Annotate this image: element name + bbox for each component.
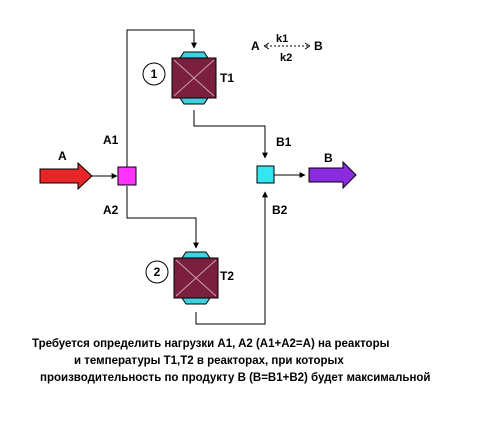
reactor-2-number-circle [145, 260, 169, 284]
reactor-2-bottom-cap [181, 297, 211, 305]
line-a1 [126, 29, 197, 167]
equation-arrow-left-head [263, 42, 270, 50]
reactor-1-top-cap [179, 51, 209, 59]
feed-arrow [39, 161, 93, 191]
flow-lines [126, 29, 306, 325]
caption-line-3: производительность по продукту B (B=B1+B… [40, 372, 431, 384]
reactor-2-label: T2 [220, 269, 234, 283]
line-b1 [193, 110, 268, 159]
reactor-1-number-circle [142, 62, 166, 86]
product-arrow [308, 160, 357, 190]
equation-right: B [314, 39, 323, 53]
reactor-1-label: T1 [220, 71, 234, 85]
label-a1: A1 [103, 133, 119, 147]
reactor-2-top-cap [181, 251, 211, 259]
equation-k-backward: k2 [280, 52, 292, 64]
line-b2 [195, 191, 268, 325]
reactor-1-cross-b [173, 59, 215, 97]
splitter-node [117, 166, 137, 186]
label-b1: B1 [276, 135, 292, 149]
reactor-2-cross-b [175, 259, 217, 297]
line-a2 [126, 186, 199, 249]
reaction-equation: A k1 B k2 [251, 33, 323, 64]
reactor-2: 2 T2 [145, 251, 234, 305]
reactor-2-number: 2 [154, 265, 161, 279]
equation-left: A [251, 39, 260, 53]
label-feed: A [58, 149, 67, 163]
mixer-node [256, 165, 275, 184]
caption-line-2: и температуры T1,T2 в реакторах, при кот… [74, 355, 344, 367]
reactor-1: 1 T1 [142, 51, 234, 105]
reactor-1-bottom-cap [179, 97, 209, 105]
label-product: B [324, 151, 333, 165]
caption-line-1: Требуется определить нагрузки A1, A2 (A1… [32, 338, 390, 350]
equation-k-forward: k1 [276, 33, 288, 45]
label-a2: A2 [103, 203, 119, 217]
reactor-1-number: 1 [151, 67, 158, 81]
equation-arrow-right-head [304, 42, 311, 50]
label-b2: B2 [272, 203, 288, 217]
